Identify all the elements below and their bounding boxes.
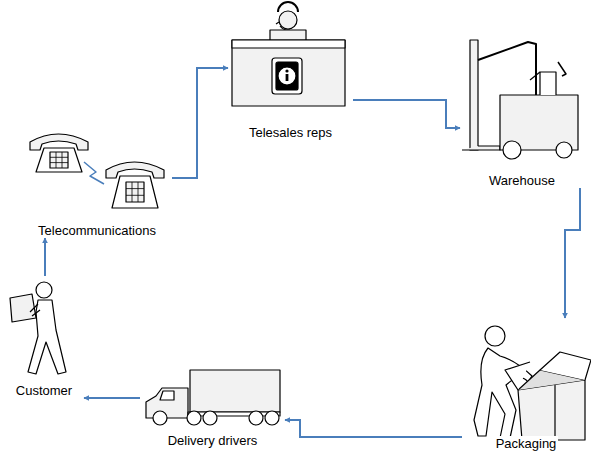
node-label: Customer	[14, 383, 74, 398]
flow-arrow	[565, 188, 580, 318]
flow-arrow	[353, 100, 460, 128]
customer-figure	[10, 282, 66, 374]
delivery-node: Delivery drivers	[140, 366, 285, 448]
node-label: Packaging	[494, 436, 559, 451]
flow-arrow	[84, 397, 140, 399]
packaging-figure	[474, 326, 591, 440]
telecom-node: Telecommunications	[22, 126, 172, 238]
node-label: Telecommunications	[36, 223, 158, 238]
flow-arrow	[285, 420, 462, 437]
customer-node: Customer	[4, 276, 84, 398]
node-label: Delivery drivers	[166, 433, 260, 448]
truck-figure	[146, 370, 280, 425]
forklift-figure	[462, 40, 578, 159]
flow-arrow	[44, 238, 46, 276]
flow-arrow	[172, 68, 228, 178]
telesales-figure	[232, 2, 345, 106]
warehouse-node: Warehouse	[460, 38, 584, 188]
packaging-node: Packaging	[462, 318, 590, 451]
telephone-figure	[30, 134, 164, 208]
node-label: Warehouse	[487, 173, 557, 188]
node-label: Telesales reps	[247, 125, 334, 140]
telesales-node: Telesales reps	[228, 4, 353, 140]
